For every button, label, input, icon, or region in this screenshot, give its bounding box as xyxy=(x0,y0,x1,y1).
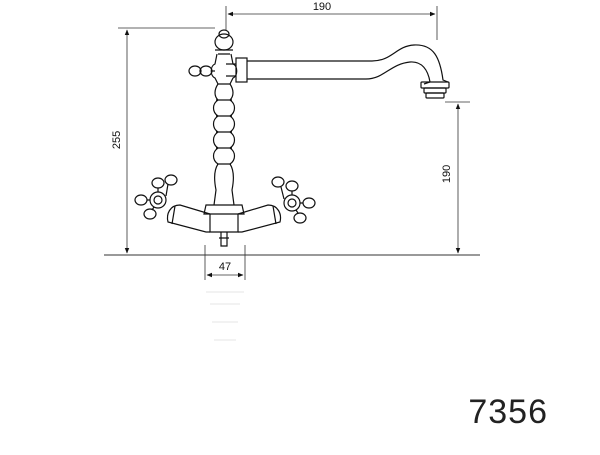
right-handle-hub xyxy=(283,194,301,212)
base-label: 47 xyxy=(219,261,231,273)
right-handle-ball-right xyxy=(302,197,316,209)
right-handle-ball-top xyxy=(285,180,299,192)
left-handle-ball-left xyxy=(134,194,148,206)
dimension-outlet-height: 190 xyxy=(441,101,470,254)
ghost-lines xyxy=(206,291,244,341)
spout-collar xyxy=(235,57,248,83)
outlet-nozzle xyxy=(219,232,229,247)
model-number: 7356 xyxy=(468,393,548,431)
upper-left-knob xyxy=(188,65,202,77)
top-finial xyxy=(214,33,234,51)
spout-pipe xyxy=(247,44,449,85)
right-valve-arm xyxy=(237,204,282,233)
dimension-spout-reach: 190 xyxy=(225,1,438,40)
left-handle-ball-top xyxy=(151,177,165,189)
dimension-total-height: 255 xyxy=(111,27,215,254)
left-handle-hub xyxy=(149,191,167,209)
base-body xyxy=(203,204,245,215)
dimension-base: 47 xyxy=(204,245,246,280)
spout-reach-label: 190 xyxy=(313,1,331,13)
ornate-column xyxy=(212,83,236,206)
outlet-height-label: 190 xyxy=(441,165,453,183)
left-valve-arm xyxy=(166,204,211,233)
upper-column xyxy=(210,53,238,85)
total-height-label: 255 xyxy=(111,131,123,149)
spout-aerator xyxy=(420,81,450,89)
faucet-outline xyxy=(134,29,450,247)
